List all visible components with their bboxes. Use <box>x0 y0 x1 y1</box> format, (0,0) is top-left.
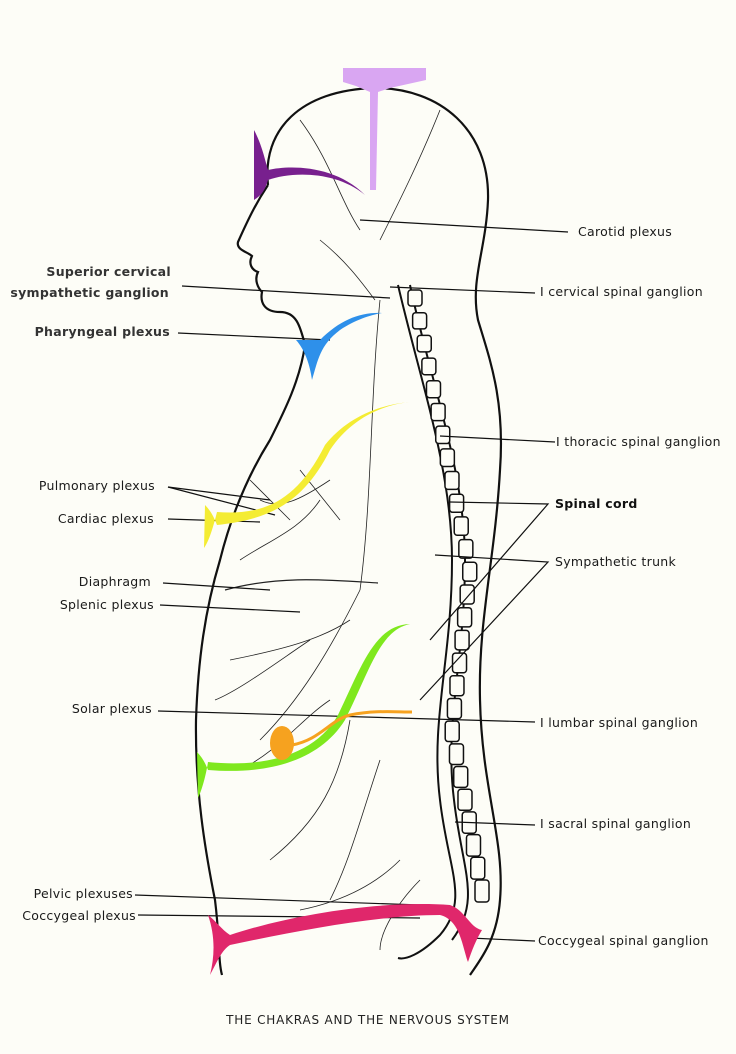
label-diaphragm: Diaphragm <box>78 574 151 589</box>
vertebra <box>444 720 460 743</box>
label-spinal-cord: Spinal cord <box>555 496 638 511</box>
vertebra <box>448 493 465 514</box>
label-solar-plexus: Solar plexus <box>71 701 152 716</box>
vertebra <box>407 289 423 307</box>
vertebra <box>416 334 432 353</box>
vertebra <box>421 357 437 376</box>
label-cardiac-plexus: Cardiac plexus <box>57 511 154 526</box>
label-superior-cervical: Superior cervical <box>46 264 171 279</box>
chakra-sacral <box>270 710 413 760</box>
vertebra <box>461 561 478 582</box>
vertebra <box>452 765 469 789</box>
label-pulmonary-plexus: Pulmonary plexus <box>38 478 155 493</box>
vertebra <box>457 788 473 812</box>
vertebra <box>456 606 473 628</box>
vertebra <box>434 425 451 445</box>
vertebra <box>444 470 460 491</box>
vertebra <box>448 743 465 766</box>
label-thoracic-ganglion: I thoracic spinal ganglion <box>556 434 721 449</box>
vertebra <box>465 833 482 857</box>
leader-lines <box>134 219 569 942</box>
vertebra <box>446 697 463 720</box>
chakra-throat <box>296 312 382 380</box>
chakra-root <box>208 904 482 975</box>
vertebra <box>411 311 428 330</box>
label-pelvic-plexuses: Pelvic plexuses <box>33 886 133 901</box>
vertebra <box>451 652 468 674</box>
label-pharyngeal-plexus: Pharyngeal plexus <box>34 324 170 339</box>
label-coccygeal-ganglion: Coccygeal spinal ganglion <box>538 933 709 948</box>
label-sympathetic-ganglion: sympathetic ganglion <box>10 285 169 300</box>
vertebra <box>449 675 465 697</box>
vertebra <box>469 856 486 880</box>
diagram-title: THE CHAKRAS AND THE NERVOUS SYSTEM <box>226 1013 510 1027</box>
chakra-crown <box>343 68 426 190</box>
vertebra <box>453 516 469 536</box>
vertebra <box>474 879 490 903</box>
vertebra <box>454 629 470 651</box>
vertebra <box>430 402 446 422</box>
label-cervical-ganglion: I cervical spinal ganglion <box>540 284 703 299</box>
vertebra <box>425 380 442 399</box>
label-sacral-ganglion: I sacral spinal ganglion <box>540 816 692 831</box>
nerve-network <box>214 109 441 951</box>
label-sympathetic-trunk: Sympathetic trunk <box>555 554 677 569</box>
label-coccygeal-plexus: Coccygeal plexus <box>22 908 136 923</box>
label-splenic-plexus: Splenic plexus <box>59 597 154 612</box>
label-carotid-plexus: Carotid plexus <box>578 224 673 239</box>
vertebra <box>458 538 474 559</box>
spinal-column <box>397 284 490 960</box>
label-lumbar-ganglion: I lumbar spinal ganglion <box>540 715 699 730</box>
chakra-heart <box>204 402 410 548</box>
vertebra <box>459 584 475 605</box>
chakra-third-eye <box>254 130 365 200</box>
vertebra <box>439 448 456 468</box>
